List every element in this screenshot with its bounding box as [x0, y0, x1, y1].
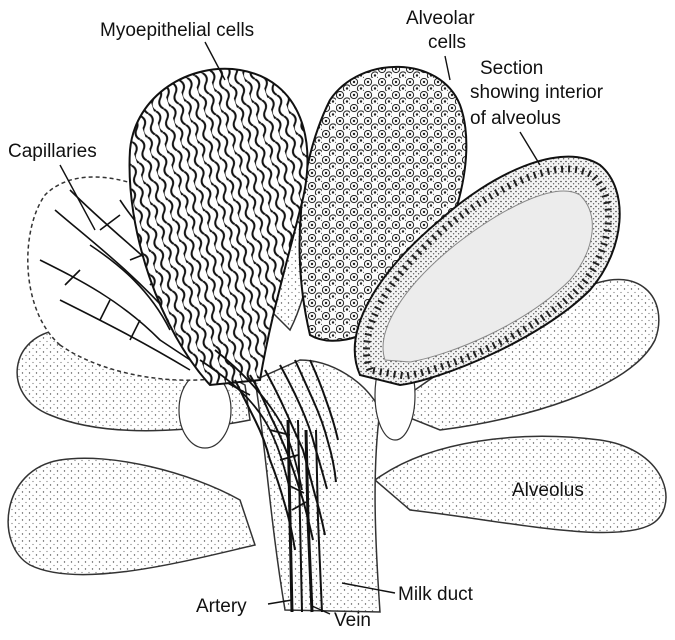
label-capillaries: Capillaries	[8, 141, 97, 162]
label-vein: Vein	[334, 610, 371, 631]
label-alveolar-cells-2: cells	[428, 32, 466, 53]
label-myoepithelial-cells: Myoepithelial cells	[100, 20, 254, 41]
label-section-3: of alveolus	[470, 108, 561, 129]
label-section-1: Section	[480, 58, 543, 79]
label-section-2: showing interior	[470, 82, 604, 103]
leader-alveolar	[445, 56, 450, 80]
label-alveolus: Alveolus	[512, 480, 584, 501]
label-alveolar-cells-1: Alveolar	[406, 8, 475, 29]
label-milk-duct: Milk duct	[398, 584, 474, 605]
lower-left-alveolus	[8, 458, 255, 574]
leader-section	[520, 132, 540, 165]
label-artery: Artery	[196, 596, 247, 617]
